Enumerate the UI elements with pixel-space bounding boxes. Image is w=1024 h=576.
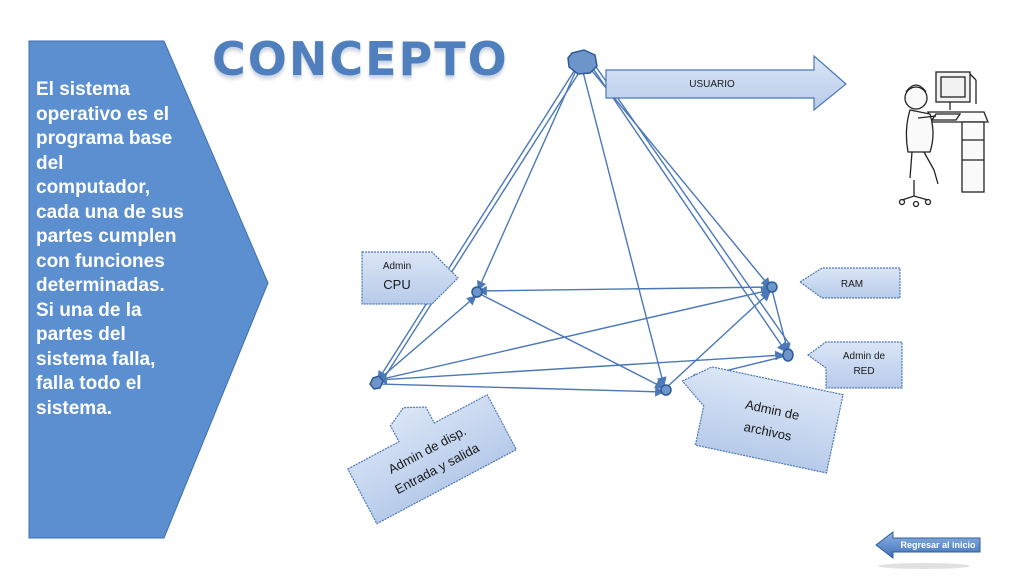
edge-io-ram <box>377 287 771 381</box>
red-label-line2: RED <box>853 366 874 377</box>
io-callout: Admin de disp. Entrada y salida <box>346 393 518 525</box>
diagram-edges <box>375 63 791 397</box>
diagram-nodes <box>369 49 794 396</box>
edge-io-red <box>377 350 785 385</box>
text-panel <box>28 40 269 539</box>
edge-cpu-ram <box>477 282 773 296</box>
cpu-label-line2: CPU <box>383 277 410 292</box>
ram-callout: RAM <box>798 267 901 299</box>
node-io <box>369 375 384 390</box>
edge-top-io2 <box>383 67 583 379</box>
edge-top-red <box>589 63 787 353</box>
node-archivos <box>660 384 672 396</box>
usuario-label: USUARIO <box>689 79 735 90</box>
edge-cpu-archivos <box>477 292 665 389</box>
node-cpu <box>471 286 483 298</box>
edge-ram-red <box>771 289 791 353</box>
node-top <box>567 49 598 75</box>
edge-top-archivos <box>581 67 667 387</box>
red-label-line1: Admin de <box>843 351 886 362</box>
page-title: CONCEPTO <box>212 32 509 86</box>
concept-body-text: El sistema operativo es el programa base… <box>36 79 184 419</box>
edge-top-red2 <box>593 63 791 346</box>
red-callout: Admin de RED <box>806 341 903 389</box>
node-ram <box>766 281 778 293</box>
edge-io-archivos <box>377 383 665 397</box>
cpu-label-line1: Admin <box>383 261 411 272</box>
back-to-start-button[interactable]: Regresar al inicio <box>900 540 976 550</box>
usuario-callout: USUARIO <box>605 54 847 112</box>
node-red <box>782 348 794 362</box>
edge-archivos-ram <box>665 291 771 389</box>
archivos-callout: Admin de archivos <box>681 366 844 474</box>
back-button-shape <box>875 530 981 569</box>
cpu-callout: Admin CPU <box>361 251 459 305</box>
edge-top-ram <box>587 65 771 288</box>
ram-label: RAM <box>841 279 863 290</box>
edge-top-cpu <box>477 65 579 291</box>
edge-top-io <box>377 67 577 381</box>
user-computer-clipart <box>898 71 989 208</box>
